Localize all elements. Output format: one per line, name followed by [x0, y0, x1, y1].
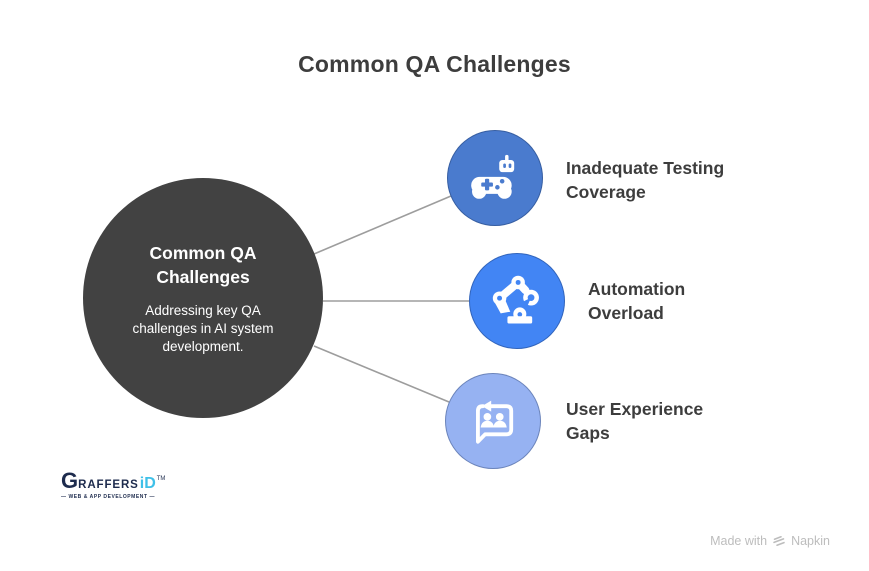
made-with-napkin-credit: Made with Napkin	[710, 534, 830, 548]
node-label-inadequate-testing: Inadequate Testing Coverage	[566, 158, 725, 202]
node-circle-automation-overload	[469, 253, 565, 349]
connector-line-bottom	[313, 345, 450, 403]
central-topic-heading: Common QA Challenges	[149, 242, 257, 287]
logo-trademark: TM	[156, 476, 166, 482]
robot-arm-icon	[492, 275, 539, 324]
node-label-user-experience: User Experience Gaps	[566, 399, 704, 443]
logo-tagline: — WEB & APP DEVELOPMENT —	[61, 494, 156, 500]
napkin-brand-text: Napkin	[791, 534, 830, 548]
node-circle-user-experience	[445, 373, 541, 469]
logo-letters-raffers: RAFFERS	[78, 479, 139, 491]
made-with-text: Made with	[710, 534, 768, 548]
node-circle-inadequate-testing	[447, 130, 543, 226]
page-title: Common QA Challenges	[298, 51, 571, 77]
node-label-automation-overload: Automation Overload	[588, 279, 686, 323]
chat-people-icon	[476, 400, 514, 444]
connector-line-top	[313, 195, 452, 255]
central-topic-circle: Common QA Challenges Addressing key QA c…	[83, 178, 323, 418]
gamepad-robot-icon	[471, 154, 515, 199]
logo-letter-i: i	[139, 475, 145, 492]
napkin-logo-icon	[773, 536, 785, 546]
central-topic-description: Addressing key QA challenges in AI syste…	[132, 302, 274, 354]
logo-letter-d: D	[144, 475, 156, 492]
logo-letter-g: G	[61, 468, 79, 493]
